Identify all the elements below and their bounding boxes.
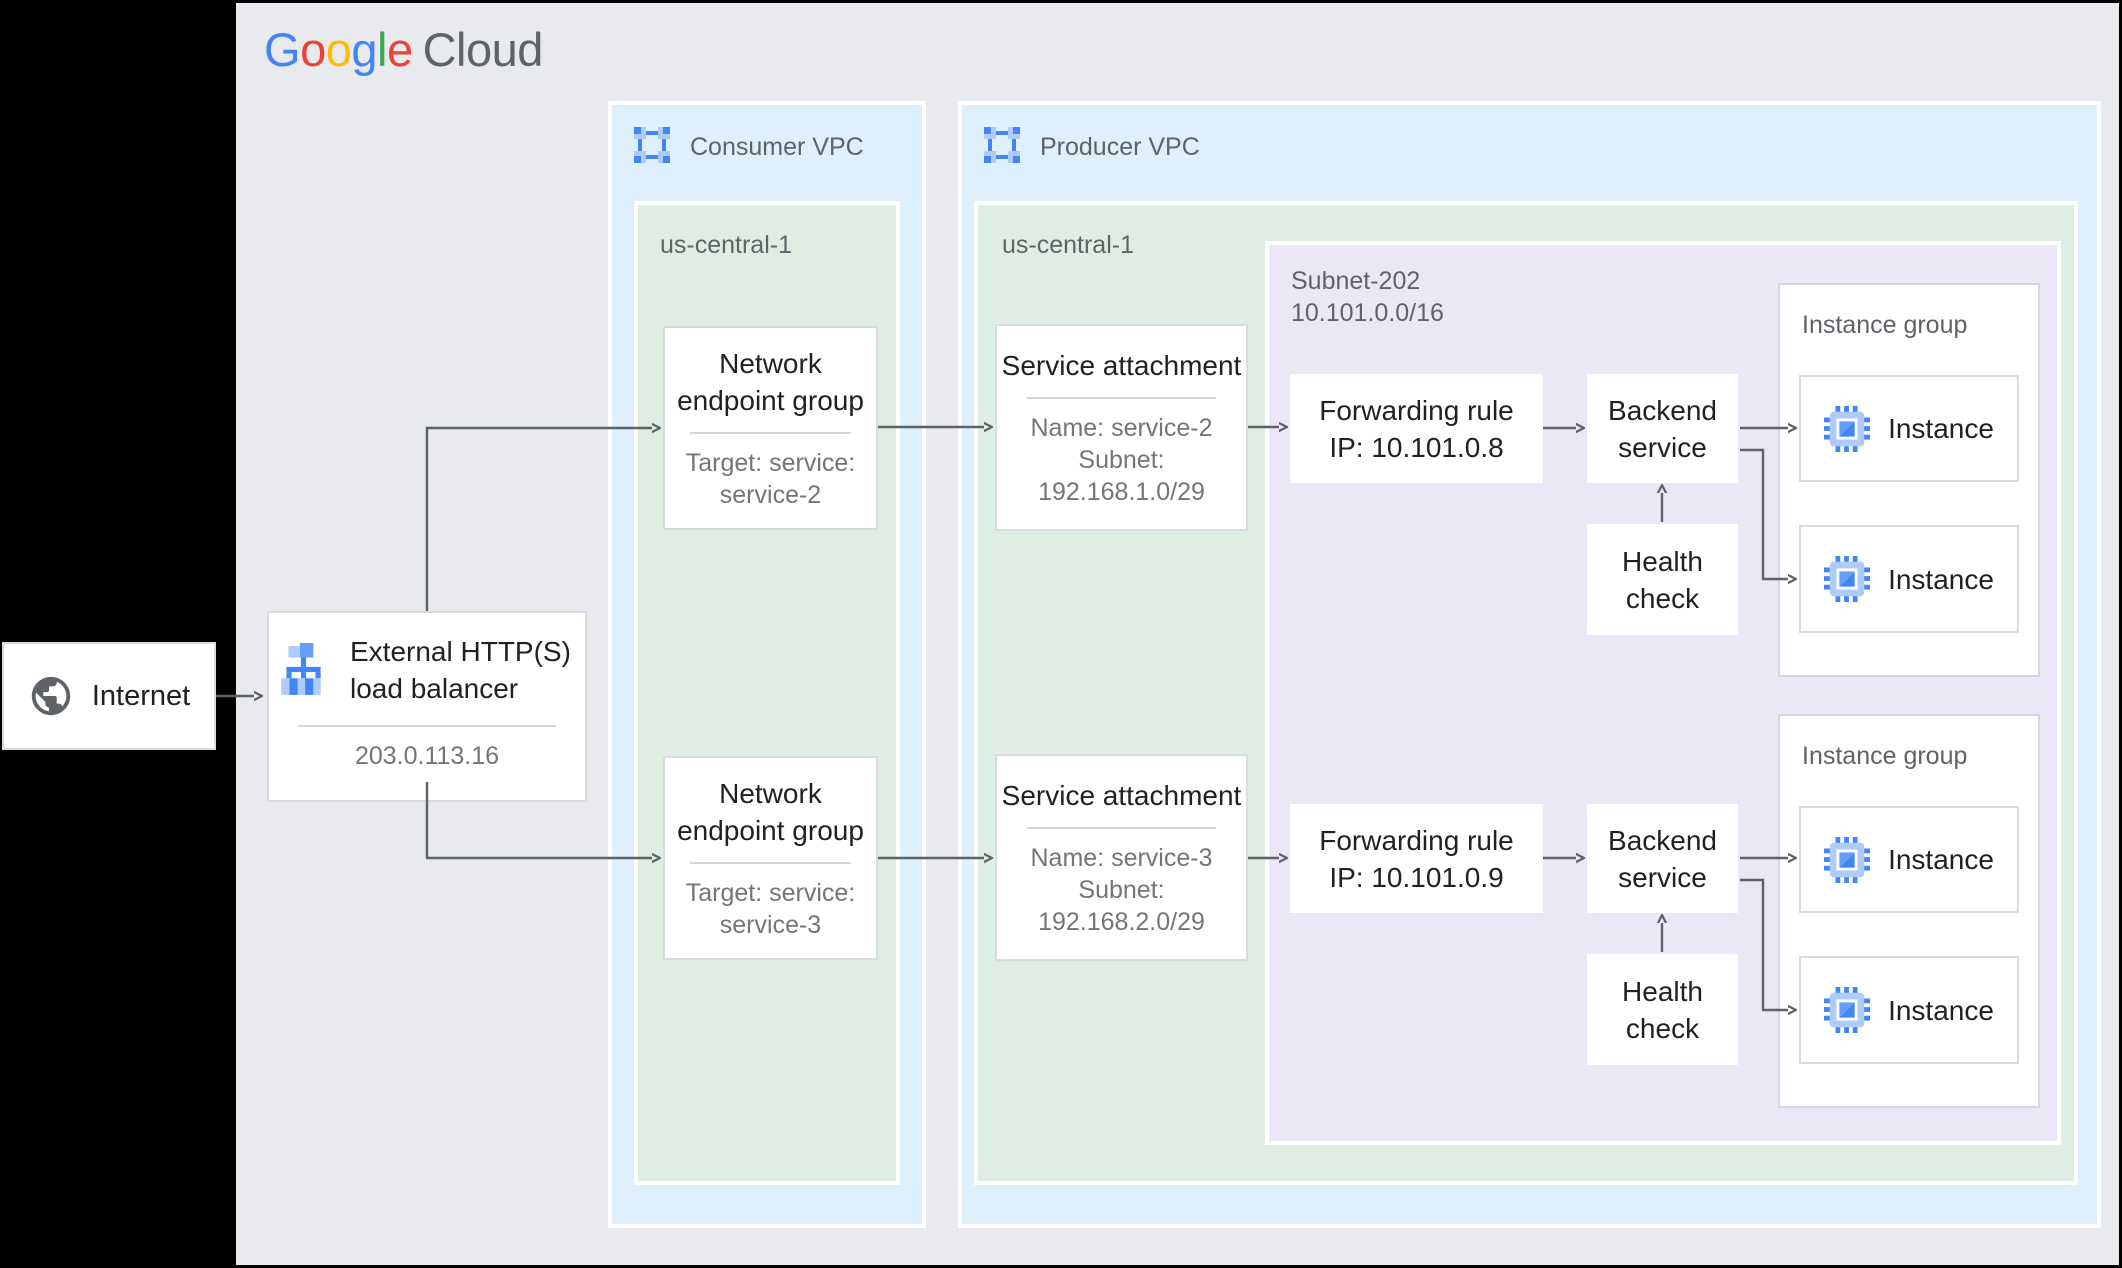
consumer-vpc-label: Consumer VPC <box>690 133 864 161</box>
health-check-bottom-node: Health check <box>1587 954 1738 1065</box>
neg-title: Network endpoint group <box>677 348 864 416</box>
logo-cloud-text: Cloud <box>422 23 544 76</box>
consumer-vpc-header: Consumer VPC <box>634 127 864 168</box>
forwarding-rule-title: Forwarding rule <box>1319 824 1514 856</box>
internet-node: Internet <box>2 642 216 750</box>
sa-subnet-label: Subnet: <box>1078 876 1165 904</box>
instance-label: Instance <box>1888 994 1994 1026</box>
instance-group-label: Instance group <box>1802 311 1968 339</box>
producer-vpc-header: Producer VPC <box>984 127 1200 168</box>
logo-letter: G <box>264 23 301 76</box>
divider <box>1026 827 1217 829</box>
compute-instance-icon <box>1824 836 1871 883</box>
instance-node: Instance <box>1799 806 2019 913</box>
forwarding-rule-title: Forwarding rule <box>1319 394 1514 426</box>
internet-label: Internet <box>91 679 191 712</box>
service-attachment-title: Service attachment <box>1001 350 1242 381</box>
neg-target-service: service-3 <box>719 911 822 939</box>
health-check-label: Health check <box>1622 975 1703 1044</box>
neg-target: Target: service: <box>685 879 856 907</box>
subnet-cidr: 10.101.0.0/16 <box>1291 299 1444 327</box>
divider <box>690 862 851 864</box>
backend-service-top-node: Backend service <box>1587 374 1738 483</box>
logo-letter: g <box>351 23 377 76</box>
logo-letter: e <box>386 23 413 76</box>
compute-instance-icon <box>1824 556 1871 602</box>
instance-group-label: Instance group <box>1802 742 1968 770</box>
service-attachment-title: Service attachment <box>1001 780 1242 811</box>
divider <box>690 432 851 434</box>
forwarding-rule-top-node: Forwarding rule IP: 10.101.0.8 <box>1290 374 1543 483</box>
instance-group-top: Instance group Instance <box>1778 283 2040 677</box>
health-check-label: Health check <box>1622 545 1703 614</box>
instance-label: Instance <box>1888 413 1994 444</box>
compute-instance-icon <box>1824 987 1871 1033</box>
neg-target: Target: service: <box>685 449 856 477</box>
instance-node: Instance <box>1799 956 2019 1064</box>
producer-region-label: us-central-1 <box>1002 231 1134 259</box>
load-balancer-title: External HTTP(S) load balancer <box>350 636 571 704</box>
sa-subnet-label: Subnet: <box>1078 446 1165 474</box>
subnet-name: Subnet-202 <box>1291 267 1421 295</box>
producer-vpc-label: Producer VPC <box>1040 133 1200 161</box>
instance-node: Instance <box>1799 375 2019 482</box>
backend-service-label: Backend service <box>1608 394 1717 463</box>
instance-group-bottom: Instance group Instance <box>1778 714 2040 1108</box>
logo-letter: o <box>300 23 326 76</box>
sa-name: Name: service-2 <box>1030 414 1213 442</box>
forwarding-rule-ip: IP: 10.101.0.9 <box>1329 861 1504 893</box>
instance-node: Instance <box>1799 525 2019 633</box>
sa-subnet-cidr: 192.168.2.0/29 <box>1038 908 1205 936</box>
forwarding-rule-bottom-node: Forwarding rule IP: 10.101.0.9 <box>1290 804 1543 913</box>
load-balancer-icon <box>278 643 328 697</box>
neg-top-node: Network endpoint group Target: service: s… <box>663 326 878 530</box>
forwarding-rule-ip: IP: 10.101.0.8 <box>1329 431 1504 463</box>
divider <box>298 725 556 727</box>
backend-service-bottom-node: Backend service <box>1587 804 1738 913</box>
compute-instance-icon <box>1824 405 1871 452</box>
health-check-top-node: Health check <box>1587 524 1738 635</box>
vpc-network-icon <box>984 127 1020 168</box>
sa-name: Name: service-3 <box>1030 844 1213 872</box>
logo-letter: l <box>376 23 387 76</box>
consumer-region-label: us-central-1 <box>660 231 792 259</box>
neg-target-service: service-2 <box>719 481 822 509</box>
load-balancer-ip: 203.0.113.16 <box>354 742 500 770</box>
globe-icon <box>28 673 74 719</box>
instance-label: Instance <box>1888 563 1994 595</box>
vpc-network-icon <box>634 127 670 168</box>
instance-label: Instance <box>1888 844 1994 875</box>
load-balancer-node: External HTTP(S) load balancer 203.0.113… <box>267 611 587 802</box>
logo-letter: o <box>325 23 352 76</box>
neg-title: Network endpoint group <box>677 778 864 846</box>
divider <box>1026 397 1217 399</box>
neg-bottom-node: Network endpoint group Target: service: s… <box>663 756 878 960</box>
backend-service-label: Backend service <box>1608 824 1717 893</box>
sa-subnet-cidr: 192.168.1.0/29 <box>1038 478 1205 506</box>
